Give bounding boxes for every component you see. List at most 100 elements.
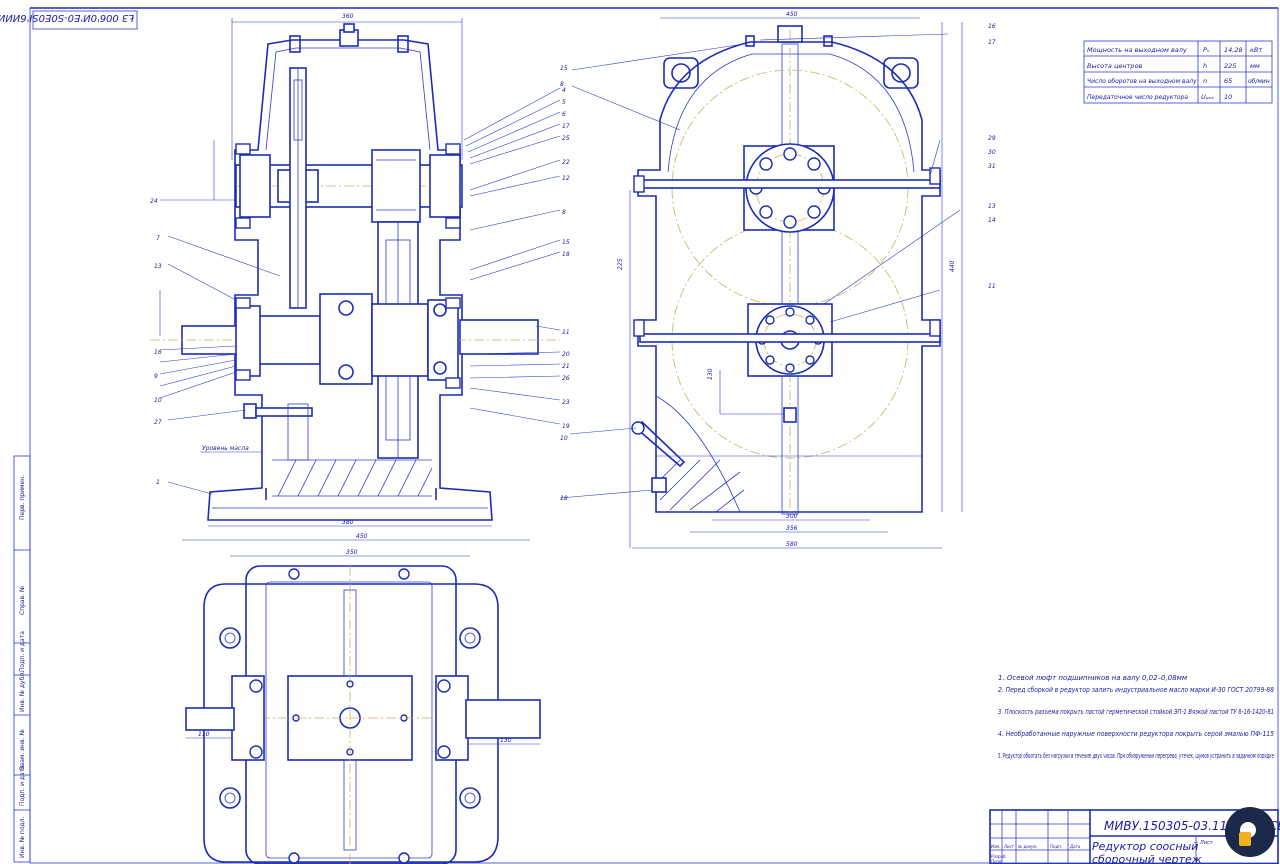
- spec-row-unit: об/мин: [1248, 78, 1270, 85]
- drawing-title-2: сборочный чертеж: [1092, 853, 1202, 864]
- spec-row-unit: кВт: [1250, 46, 1262, 54]
- strip-label: Инв. № подл.: [19, 817, 26, 858]
- drawing-title-1: Редуктор соосный: [1092, 840, 1198, 853]
- dim-front-base: 380: [342, 519, 354, 526]
- balloon: 4: [562, 87, 566, 94]
- balloon: 1: [156, 479, 160, 486]
- strip-label: Подп. и дата: [19, 631, 26, 672]
- balloon: 8: [562, 209, 566, 216]
- balloon: 29: [988, 135, 996, 142]
- balloon: 5: [562, 99, 566, 106]
- dim-side-height: 440: [949, 260, 956, 272]
- left-strip: Перв. примен. Справ. № Подп. и дата Инв.…: [13, 455, 31, 863]
- balloon: 21: [562, 363, 570, 370]
- balloon: 17: [988, 39, 996, 46]
- strip-label: Взам. инв. №: [19, 729, 26, 770]
- spec-row-val: 225: [1224, 62, 1236, 70]
- strip-label: Перв. примен.: [19, 475, 26, 520]
- note-line: 1. Осевой люфт подшипников на валу 0,02–…: [998, 674, 1188, 682]
- front-left-balloons: 24 7 13 16 9 10 27 1: [150, 198, 162, 486]
- balloon: 13: [154, 263, 162, 270]
- spec-row-sym: n: [1203, 77, 1207, 85]
- tb-label: № докум.: [1017, 844, 1038, 849]
- balloon: 16: [988, 23, 996, 30]
- balloon: 17: [562, 123, 570, 130]
- tb-label: Дата: [1069, 844, 1081, 849]
- balloon: 31: [988, 163, 996, 170]
- spec-row-sym: h: [1203, 62, 1207, 70]
- balloon: 18: [562, 251, 570, 258]
- front-section-view: 360 Уровень масла: [150, 13, 561, 527]
- front-right-balloons: 4 5 6 17 25 22 12 8 15 18 11 20 21 26 23…: [562, 87, 570, 430]
- stamp-code: ŁЗ 006'0И'Е0-S0Е0SI'6ИИИ: [0, 12, 135, 23]
- balloon: 24: [150, 198, 158, 205]
- balloon: 10: [560, 435, 568, 442]
- balloon: 13: [988, 203, 996, 210]
- dim-side-v: 130: [707, 368, 714, 380]
- strip-label: Подп. и дата: [19, 765, 26, 806]
- balloon: 9: [154, 373, 158, 380]
- spec-row-sym: Рₙ: [1203, 46, 1210, 54]
- balloon: 11: [988, 283, 996, 290]
- spec-row-sym: Uₚₑₐ: [1201, 93, 1214, 101]
- balloon: 15: [560, 65, 568, 72]
- balloon: 27: [154, 419, 162, 426]
- tb-label: Разраб.: [991, 854, 1007, 859]
- balloon: 23: [562, 399, 570, 406]
- balloon: 7: [156, 235, 160, 242]
- balloon: 10: [154, 397, 162, 404]
- dim-plan-right: 130: [500, 737, 512, 744]
- balloon: 14: [988, 217, 996, 224]
- balloon: 12: [562, 175, 570, 182]
- dim-front-width: 360: [342, 13, 354, 20]
- spec-row-name: Передаточное число редуктора: [1087, 94, 1188, 101]
- spec-row-val: 14,28: [1224, 46, 1243, 54]
- side-view: 450 440 225: [559, 11, 963, 549]
- dim-side-base2: 356: [786, 525, 798, 532]
- spec-row-name: Мощность на выходном валу: [1087, 46, 1187, 54]
- note-line: 5. Редуктор обкатать без нагрузки в тече…: [998, 752, 1274, 760]
- balloon: 19: [562, 423, 570, 430]
- sheet-label: Лист: [1199, 840, 1214, 846]
- tb-label: Изм.: [991, 844, 1000, 849]
- watermark-logo-icon: [1225, 807, 1275, 857]
- plan-view: 450 350: [182, 533, 541, 864]
- dim-side-base1: 300: [786, 513, 798, 520]
- side-balloons: 15 8 10 18 29 30 31 13 14 11 16 17: [560, 23, 996, 502]
- balloon: 22: [562, 159, 570, 166]
- dim-side-base3: 580: [786, 541, 798, 548]
- spec-row-unit: мм: [1250, 62, 1260, 70]
- dim-plan-left: 110: [198, 731, 210, 738]
- balloon: 6: [562, 111, 566, 118]
- balloon: 25: [562, 135, 570, 142]
- balloon: 11: [562, 329, 570, 336]
- spec-row-name: Высота центров: [1087, 62, 1143, 70]
- technical-notes: 1. Осевой люфт подшипников на валу 0,02–…: [998, 674, 1274, 760]
- balloon: 26: [562, 375, 570, 382]
- balloon: 15: [562, 239, 570, 246]
- dim-plan-inner: 350: [346, 549, 358, 556]
- spec-row-val: 10: [1224, 93, 1232, 101]
- oil-level-label: Уровень масла: [202, 445, 249, 452]
- note-line: 4. Необработанные наружные поверхности р…: [998, 730, 1274, 738]
- balloon: 18: [560, 495, 568, 502]
- tb-label: Пров.: [991, 859, 1003, 864]
- strip-label: Справ. №: [19, 586, 26, 615]
- strip-label: Инв. № дубл.: [19, 671, 26, 712]
- balloon: 30: [988, 149, 996, 156]
- dim-side-h: 225: [617, 258, 624, 270]
- balloon: 20: [562, 351, 570, 358]
- tb-label: Подп.: [1050, 844, 1062, 849]
- specification-table: Мощность на выходном валу Рₙ 14,28 кВт В…: [1083, 40, 1273, 104]
- balloon: 16: [154, 349, 162, 356]
- tb-label: Лист: [1003, 844, 1015, 849]
- dim-side-top: 450: [786, 11, 798, 18]
- balloon: 8: [560, 81, 564, 88]
- stamp-box: ŁЗ 006'0И'Е0-S0Е0SI'6ИИИ: [0, 10, 138, 30]
- note-line: 3. Плоскость разъема покрыть пастой герм…: [998, 708, 1274, 716]
- spec-row-name: Число оборотов на выходном валу: [1087, 78, 1197, 85]
- note-line: 2. Перед сборкой в редуктор залить индус…: [998, 686, 1274, 694]
- spec-row-val: 65: [1224, 77, 1232, 85]
- logo-accent: [1239, 832, 1251, 846]
